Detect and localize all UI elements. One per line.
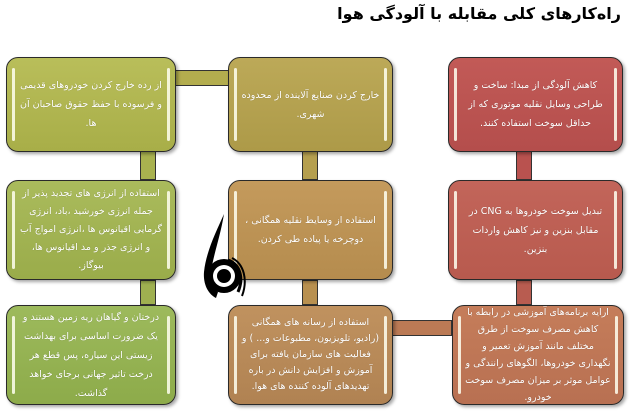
strategy-text: درختان و گیاهان ریه زمین هستند و یک ضرور…: [22, 311, 160, 399]
connector-r2-r3: [516, 280, 532, 305]
connector-l2-l3: [140, 280, 156, 305]
page-title: راه‌کارهای کلی مقابله با آلودگی هوا: [337, 4, 621, 23]
strategy-box-public-transport: استفاده از وسایط نقلیه همگانی ، دوچرخه ی…: [228, 180, 393, 280]
connector-l1-m1: [172, 70, 232, 86]
strategy-text: تبدیل سوخت خودروها به CNG در مقابل بنزین…: [468, 205, 603, 255]
connector-l1-l2: [140, 150, 156, 180]
strategy-text: خارج کردن صنایع آلاینده از محدوده شهری.: [241, 89, 380, 120]
strategy-text: استفاده از انرژی های تجدید پذیر از جمله …: [19, 188, 162, 271]
strategy-text: استفاده از رسانه های همگانی (رادیو، تلوی…: [241, 317, 380, 392]
strategy-box-renewable-energy: استفاده از انرژی های تجدید پذیر از جمله …: [6, 180, 176, 280]
strategy-box-trees: درختان و گیاهان ریه زمین هستند و یک ضرور…: [6, 305, 176, 405]
strategy-text: کاهش آلودگی از مبدا: ساخت و طراحی وسایل …: [468, 80, 603, 129]
connector-m3-r3: [392, 320, 452, 336]
strategy-text: ارایه برنامه‌های آموزشی در رابطه با کاهش…: [465, 307, 611, 403]
strategy-box-relocate-industries: خارج کردن صنایع آلاینده از محدوده شهری.: [228, 57, 393, 152]
strategy-text: استفاده از وسایط نقلیه همگانی ، دوچرخه ی…: [245, 215, 376, 245]
connector-r1-r2: [516, 150, 532, 180]
strategy-box-source-reduction: کاهش آلودگی از مبدا: ساخت و طراحی وسایل …: [448, 57, 623, 152]
strategy-box-media-awareness: استفاده از رسانه های همگانی (رادیو، تلوی…: [228, 305, 393, 405]
connector-m2-m3: [302, 280, 318, 305]
organization-logo-icon: [203, 214, 246, 298]
strategy-box-cng-fuel: تبدیل سوخت خودروها به CNG در مقابل بنزین…: [448, 180, 623, 280]
strategy-box-retire-old-cars: از رده خارج کردن خودروهای قدیمی و فرسوده…: [6, 57, 176, 152]
connector-m1-m2: [302, 150, 318, 180]
strategy-box-fuel-education: ارایه برنامه‌های آموزشی در رابطه با کاهش…: [452, 305, 624, 405]
strategy-text: از رده خارج کردن خودروهای قدیمی و فرسوده…: [20, 80, 162, 129]
